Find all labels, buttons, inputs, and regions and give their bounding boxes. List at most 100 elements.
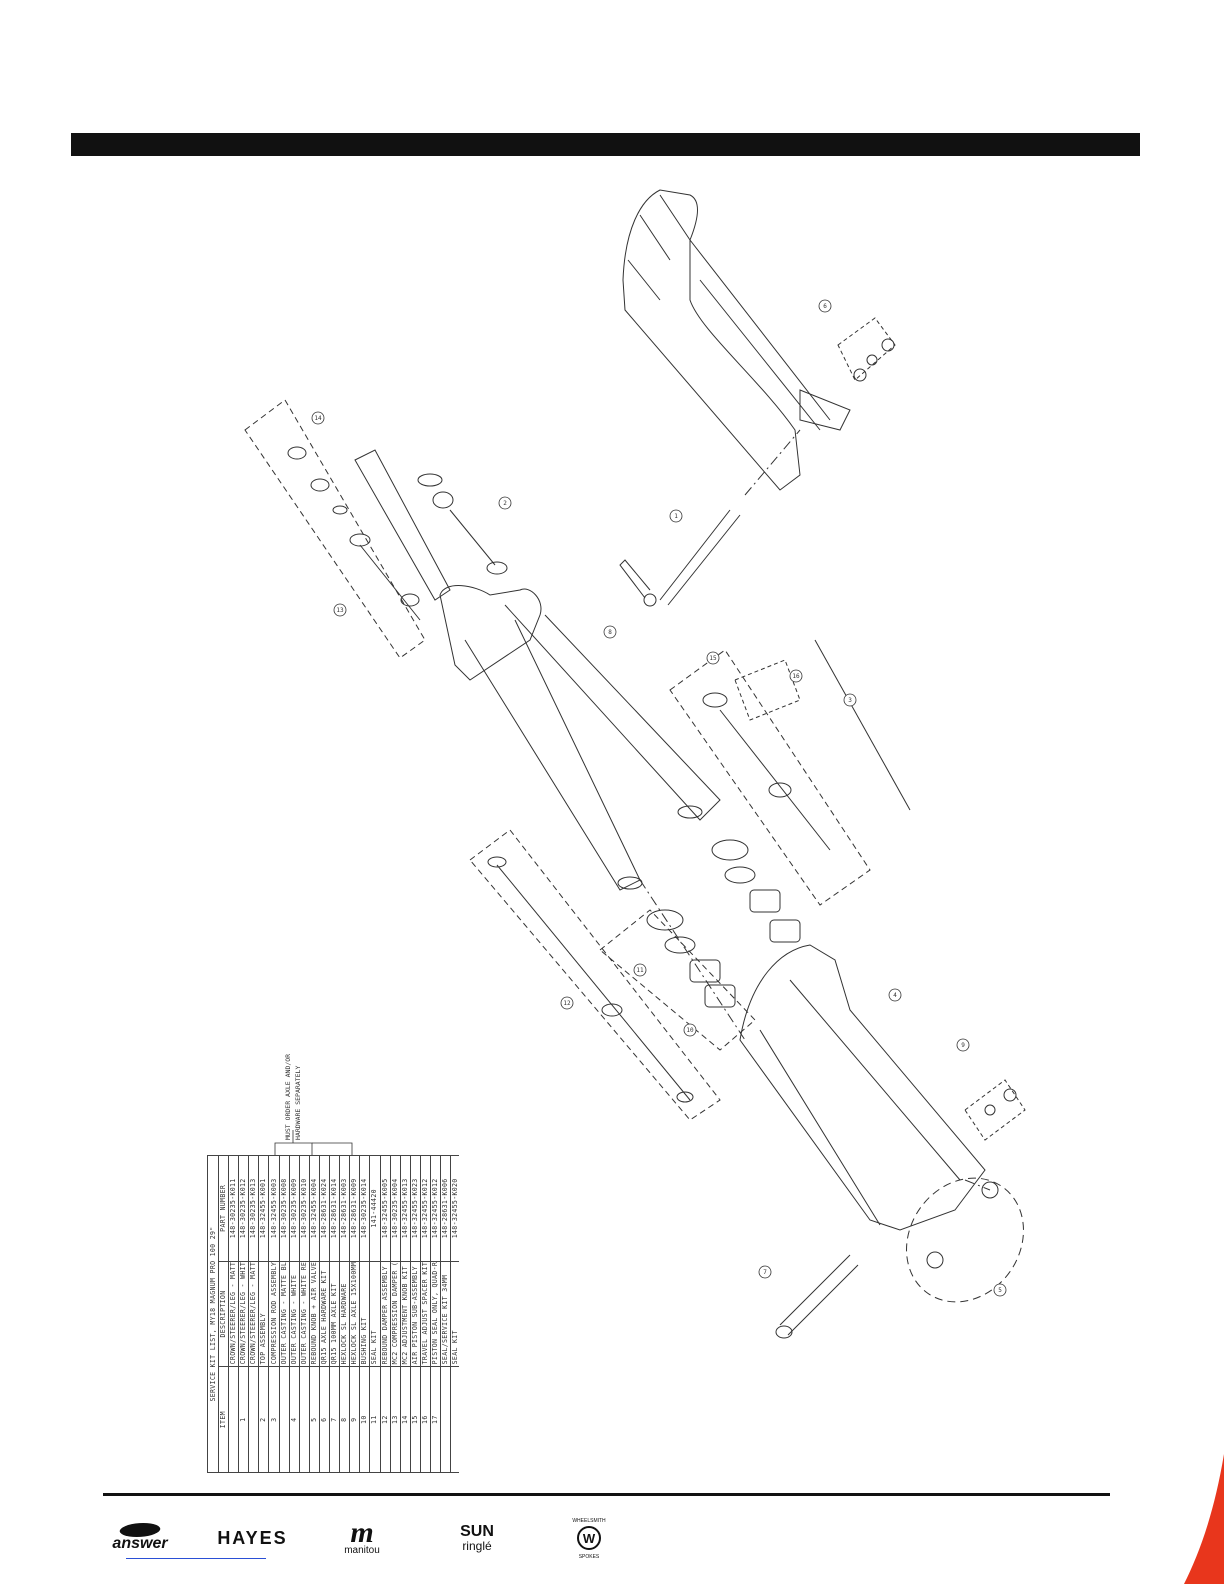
cell-part-number: 148-32455-K013 — [400, 1155, 411, 1262]
cell-description: SEAL KIT — [450, 1261, 459, 1367]
cell-item: 13 — [390, 1366, 401, 1473]
cell-description: OUTER CASTING - WHITE RED — [299, 1261, 310, 1367]
cell-description: AIR PISTON SUB-ASSEMBLY (ALL OD LEGS) — [410, 1261, 421, 1367]
callout-5: 5 — [998, 1287, 1002, 1294]
air-piston-part — [669, 639, 911, 906]
cell-description: QR15 100MM AXLE KIT — [329, 1261, 340, 1367]
sun-ringle-logo: SUN ringlé — [460, 1523, 494, 1553]
cell-part-number: 148-30235-K009 — [289, 1155, 300, 1262]
cell-item: 5 — [309, 1366, 320, 1473]
callout-3: 3 — [848, 697, 852, 704]
callout-14: 14 — [314, 415, 322, 422]
outer-casting-part — [739, 944, 986, 1231]
order-note-line1: MUST ORDER AXLE AND/OR — [284, 1053, 292, 1140]
cell-item: 17 — [430, 1366, 441, 1473]
rebound-damper-part — [469, 829, 721, 1121]
cell-part-number: 148-28631-K024 — [319, 1155, 330, 1262]
cell-part-number: 148-32455-K004 — [309, 1155, 320, 1262]
cell-description: TRAVEL ADJUST SPACER KIT — [420, 1261, 431, 1367]
cell-item: 6 — [319, 1366, 330, 1473]
cell-description: QR15 AXLE HARDWARE KIT — [319, 1261, 330, 1367]
brand-corner-accent — [1184, 1454, 1224, 1584]
cell-part-number: 148-32455-K012 — [430, 1155, 441, 1262]
cell-part-number: 148-32455-K012 — [420, 1155, 431, 1262]
svg-text:SPOKES: SPOKES — [579, 1554, 600, 1560]
cell-part-number: 148-30235-K004 — [390, 1155, 401, 1262]
cell-description: MC2 ADJUSTMENT KNOB KIT — [400, 1261, 411, 1367]
cell-description: PISTON SEAL ONLY, QUAD-RING (ALL OD LEGS… — [430, 1261, 441, 1367]
callout-12: 12 — [563, 1000, 571, 1007]
cell-part-number: 148-30235-K008 — [279, 1155, 290, 1262]
cell-description: CROWN/STEERER/LEG - MATTE RED — [248, 1261, 259, 1367]
crown-steerer-part — [354, 449, 721, 891]
cell-item: 10 — [359, 1366, 370, 1473]
col-description: DESCRIPTION — [218, 1261, 229, 1367]
cell-item — [248, 1366, 259, 1473]
callout-4: 4 — [893, 992, 897, 999]
cell-description: BUSHING KIT — [359, 1261, 370, 1367]
cell-description: SEAL/SERVICE KIT 34MM — [440, 1261, 451, 1367]
callout-16: 16 — [792, 673, 800, 680]
cell-description: OUTER CASTING - WHITE — [289, 1261, 300, 1367]
cell-item — [299, 1366, 310, 1473]
cell-part-number: 148-32455-K001 — [258, 1155, 269, 1262]
cell-item — [228, 1366, 239, 1473]
svg-text:W: W — [583, 1531, 596, 1546]
compression-damper-part — [244, 399, 426, 659]
callout-6: 6 — [823, 303, 827, 310]
table-row: 3COMPRESSION ROD ASSEMBLY (INCLUDES TRAV… — [268, 1155, 280, 1473]
cell-part-number: 148-28631-K014 — [329, 1155, 340, 1262]
axle-hardware-part — [837, 317, 896, 382]
cell-item — [279, 1366, 290, 1473]
cell-description: MC2 COMPRESSION DAMPER (INCLUDES ADJUSTO… — [390, 1261, 401, 1367]
cell-part-number: 148-28631-K006 — [440, 1155, 451, 1262]
cell-description: SEAL KIT — [369, 1261, 380, 1367]
cell-description: REBOUND DAMPER ASSEMBLY — [380, 1261, 391, 1367]
hayes-logo: HAYES — [217, 1527, 288, 1548]
cell-part-number: 148-28631-K003 — [339, 1155, 350, 1262]
seal-bushing-part — [599, 839, 801, 1051]
qr-axle-part — [619, 509, 741, 607]
cell-item: 8 — [339, 1366, 350, 1473]
order-note: MUST ORDER AXLE AND/OR HARDWARE SEPARATE… — [284, 1040, 314, 1140]
callout-10: 10 — [686, 1027, 694, 1034]
cell-description: CROWN/STEERER/LEG - MATTE BLACK — [228, 1261, 239, 1367]
link-underline — [126, 1558, 266, 1559]
cell-part-number: 148-32455-K023 — [410, 1155, 421, 1262]
cell-item: 12 — [380, 1366, 391, 1473]
cell-item: 3 — [268, 1366, 280, 1473]
cell-part-number: 141-44420 — [369, 1155, 380, 1262]
cell-part-number: 148-30235-K014 — [359, 1155, 370, 1262]
service-kit-table: SERVICE KIT LIST, MY18 MAGNUM PRO 100 29… — [207, 1155, 459, 1473]
cell-description: HEXLOCK SL AXLE 15X100MM KIT (WITH HARDW… — [349, 1261, 360, 1367]
cell-description: TOP ASSEMBLY — [258, 1261, 269, 1367]
manitou-logo: m manitou — [344, 1515, 380, 1556]
cell-item: 1 — [238, 1366, 249, 1473]
order-note-line2: HARDWARE SEPARATELY — [294, 1065, 302, 1140]
callout-15: 15 — [709, 655, 717, 662]
cell-description: REBOUND KNOB + AIR VALVE CAP — [309, 1261, 320, 1367]
cell-description: OUTER CASTING - MATTE BLACK — [279, 1261, 290, 1367]
fork-arch-part — [622, 189, 851, 491]
header-bar — [71, 133, 1140, 156]
wheelsmith-logo-icon: W WHEELSMITH SPOKES — [572, 1518, 606, 1560]
cell-part-number: 148-30235-K012 — [238, 1155, 249, 1262]
cell-item: 4 — [289, 1366, 300, 1473]
